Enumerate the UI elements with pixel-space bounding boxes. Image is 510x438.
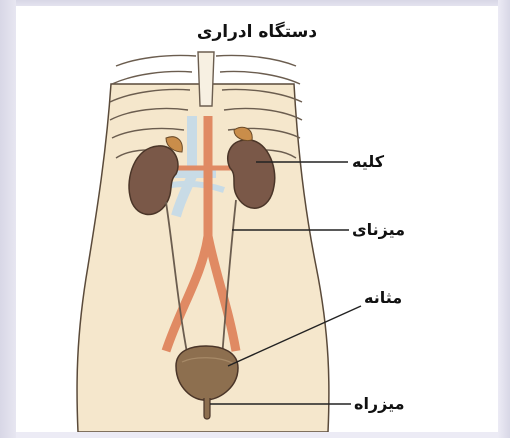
kidney-label: کلیه [352, 152, 384, 171]
bladder-label: مثانه [364, 288, 402, 307]
frame-right [498, 0, 510, 438]
urethra-label: میزراه [354, 394, 405, 413]
ureter-label: میزنای [352, 220, 405, 239]
urethra [204, 398, 210, 419]
diagram-title: دستگاه ادراری [16, 22, 498, 42]
urinary-system-illustration [16, 6, 498, 432]
diagram-panel: دستگاه ادراری کلیه میزنای مثانه میزراه [16, 6, 498, 432]
frame-left [0, 0, 16, 438]
